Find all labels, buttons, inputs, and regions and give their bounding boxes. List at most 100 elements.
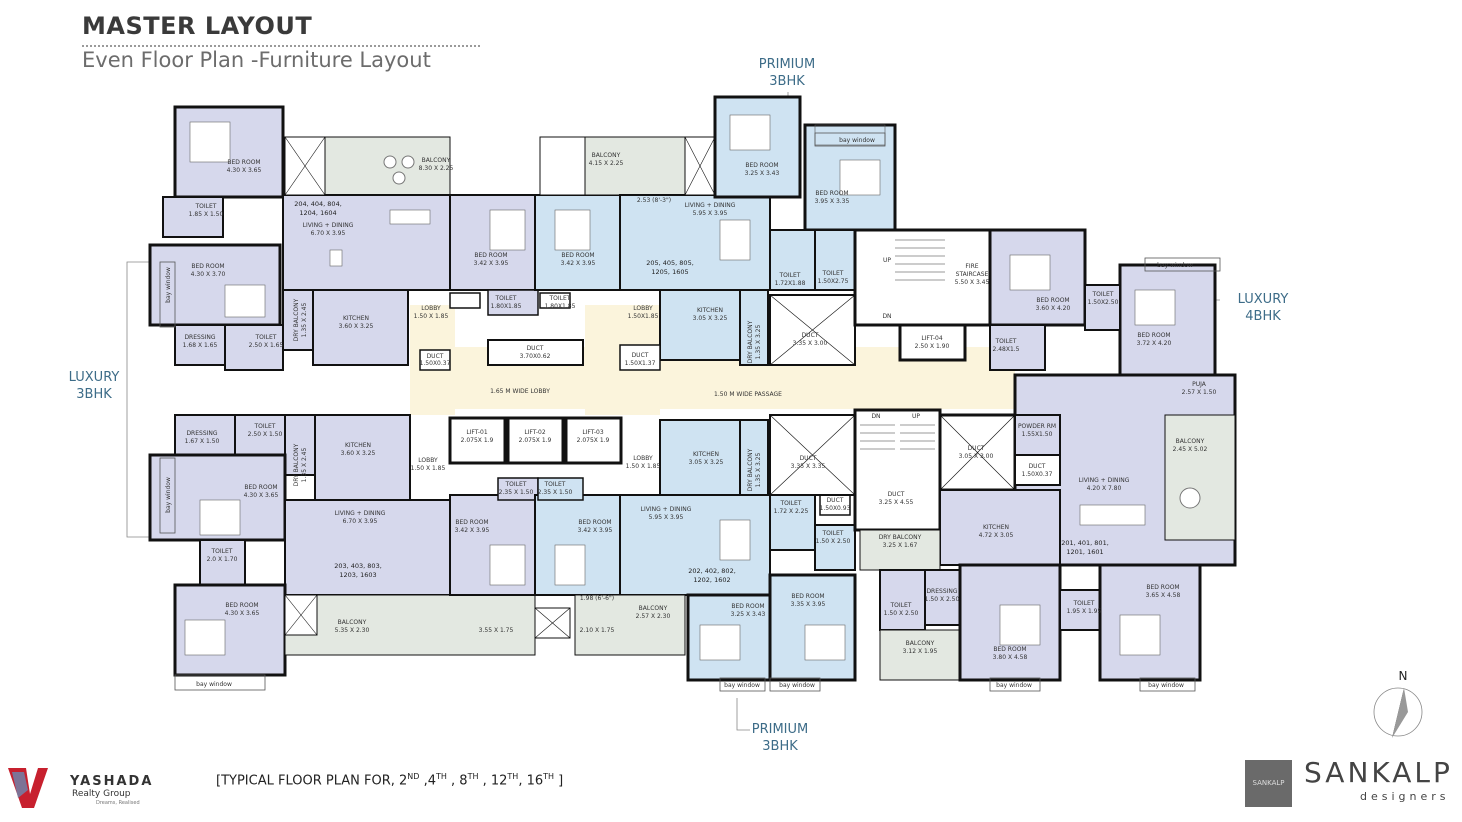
dim-tr-toilet1: 1.50X2.50 xyxy=(1088,299,1119,306)
note-sup-3: TH xyxy=(467,772,479,781)
dim-bp-toilet2: 1.50 X 2.50 xyxy=(816,538,851,545)
label-lift01: LIFT-01 xyxy=(466,429,488,436)
brand-sub: Realty Group xyxy=(72,789,131,799)
tl-dressing xyxy=(174,324,226,366)
tag-luxury-left-line1: LUXURY xyxy=(68,370,120,385)
dim-bp-toilet1: 1.72 X 2.25 xyxy=(774,508,809,515)
label-bl-lobby: LOBBY xyxy=(418,457,438,464)
bc-unit-numbers-2: 1202, 1602 xyxy=(693,576,730,584)
tag-premium-bottom-line2: 3BHK xyxy=(762,739,798,754)
dim-br-kitchen: 4.72 X 3.05 xyxy=(979,532,1014,539)
dim-bp-bed1: 3.25 X 3.43 xyxy=(731,611,766,618)
lift-02 xyxy=(506,416,565,465)
title-divider xyxy=(82,45,480,47)
label-bl-drybal: DRY BALCONY xyxy=(293,443,300,486)
lift-01 xyxy=(448,416,507,465)
label-wide-passage: 1.50 M WIDE PASSAGE xyxy=(714,391,782,398)
bl-kitchen xyxy=(314,414,411,501)
dim-bl-bed2: 4.30 X 3.65 xyxy=(225,610,260,617)
bay-window-label-7: bay window xyxy=(839,137,875,144)
dim-tc-kitchen: 3.05 X 3.25 xyxy=(693,315,728,322)
label-bl-kitchen: KITCHEN xyxy=(345,442,371,449)
tc-kitchen xyxy=(659,289,741,361)
brand-name: YASHADA xyxy=(70,774,154,789)
dim-br-bed1: 3.80 X 4.58 xyxy=(993,654,1028,661)
bl-balcony xyxy=(284,594,536,656)
dim-bc-living: 5.95 X 3.95 xyxy=(649,514,684,521)
label-tl-toilet1: TOILET xyxy=(195,203,217,210)
dim-lift02: 2.075X 1.9 xyxy=(519,437,552,444)
label-tc-drybal: DRY BALCONY xyxy=(747,320,754,363)
dim-tl-toilet3: 1.80X1.85 xyxy=(491,303,522,310)
label-lift03: LIFT-03 xyxy=(582,429,604,436)
lift-bank xyxy=(448,416,623,465)
label-tc-toilet: TOILET xyxy=(549,295,571,302)
bay-window-label-3: bay window xyxy=(779,682,815,689)
label-br-duct2: DUCT xyxy=(1029,463,1046,470)
unit-201 xyxy=(859,487,1202,682)
label-tl-toilet2: TOILET xyxy=(255,334,277,341)
label-lift04: LIFT-04 xyxy=(921,335,943,342)
dim-tl-balcony: 8.30 X 2.25 xyxy=(419,165,454,172)
dim-bp-duct: 1.50X0.93 xyxy=(820,505,851,512)
tc-dry-balcony xyxy=(739,289,769,366)
label-tc-duct2: DUCT xyxy=(632,352,649,359)
unit-204 xyxy=(148,105,584,371)
dim-tl-kitchen: 3.60 X 3.25 xyxy=(339,323,374,330)
tag-premium-top-line2: 3BHK xyxy=(769,74,805,89)
dim-br-duct: 3.05 X 3.00 xyxy=(959,453,994,460)
label-bl-toilet1: TOILET xyxy=(254,423,276,430)
dim-bl-bed3: 3.42 X 3.95 xyxy=(455,527,490,534)
label-puja: PUJA xyxy=(1192,381,1207,388)
dim-br-toilet2: 1.95 X 1.95 xyxy=(1067,608,1102,615)
label-center-up: UP xyxy=(912,413,920,420)
page-subtitle: Even Floor Plan -Furniture Layout xyxy=(82,48,431,72)
label-tr-toilet2: TOILET xyxy=(995,338,1017,345)
label-lift02: LIFT-02 xyxy=(524,429,546,436)
lift-03 xyxy=(564,416,623,465)
label-br-drybal: DRY BALCONY xyxy=(879,534,922,541)
dim-tp-bed1: 3.25 X 3.43 xyxy=(745,170,780,177)
br-dry-balcony xyxy=(859,529,941,571)
label-tc-living: LIVING + DINING xyxy=(685,202,736,209)
label-tr-toilet1: TOILET xyxy=(1092,291,1114,298)
room-labels: BED ROOM 4.30 X 3.65 BALCONY 8.30 X 2.25… xyxy=(165,137,1216,689)
compass-north-label: N xyxy=(1399,669,1408,683)
bl-unit-numbers-2: 1203, 1603 xyxy=(339,571,376,579)
unit-premium-top xyxy=(713,95,897,366)
dim-powder: 1.55X1.50 xyxy=(1022,431,1053,438)
lift-04 xyxy=(898,323,967,362)
dim-tp-toilet2: 1.50X2.75 xyxy=(818,278,849,285)
br-duct-small xyxy=(1014,454,1061,486)
bl-unit-numbers-1: 203, 403, 803, xyxy=(334,562,382,570)
label-tl-kitchen: KITCHEN xyxy=(343,315,369,322)
label-tl-living: LIVING + DINING xyxy=(303,222,354,229)
dim-bc-bed: 3.42 X 3.95 xyxy=(578,527,613,534)
dim-lift01: 2.075X 1.9 xyxy=(461,437,494,444)
dim-tr-bed1: 3.60 X 4.20 xyxy=(1036,305,1071,312)
tag-luxury-right: LUXURY 4BHK xyxy=(1228,291,1298,325)
label-br-toilet1: TOILET xyxy=(890,602,912,609)
label-bc-balcony: BALCONY xyxy=(639,605,668,612)
bay-window-label-4: bay window xyxy=(996,682,1032,689)
label-bp-duct2: DUCT xyxy=(800,455,817,462)
dim-tp-toilet1: 1.72X1.88 xyxy=(775,280,806,287)
tl-unit-numbers-1: 204, 404, 804, xyxy=(294,200,342,208)
dim-br-duct2: 1.50X0.37 xyxy=(1022,471,1053,478)
label-tr-bed2: BED ROOM xyxy=(1137,332,1170,339)
dim-tl-drybal: 1.35 X 2.45 xyxy=(301,303,308,338)
bl-dry-balcony xyxy=(284,414,316,476)
label-powder: POWDER RM xyxy=(1018,423,1056,430)
label-br-balcony2: BALCONY xyxy=(906,640,935,647)
br-toilet-1 xyxy=(879,569,926,631)
dim-bl-dressing: 1.67 X 1.50 xyxy=(185,438,220,445)
tl-duct xyxy=(419,349,451,371)
designer-sub: designers xyxy=(1360,790,1450,803)
dim-staircase: 5.50 X 3.45 xyxy=(955,279,990,286)
dim-br-balcony: 2.45 X 5.02 xyxy=(1173,446,1208,453)
dim-bc-kitchen: 3.05 X 3.25 xyxy=(689,459,724,466)
label-br-duct: DUCT xyxy=(968,445,985,452)
note-part-2: ,4 xyxy=(419,773,436,789)
label-bp-duct: DUCT xyxy=(827,497,844,504)
tr-toilet-2 xyxy=(989,324,1046,371)
